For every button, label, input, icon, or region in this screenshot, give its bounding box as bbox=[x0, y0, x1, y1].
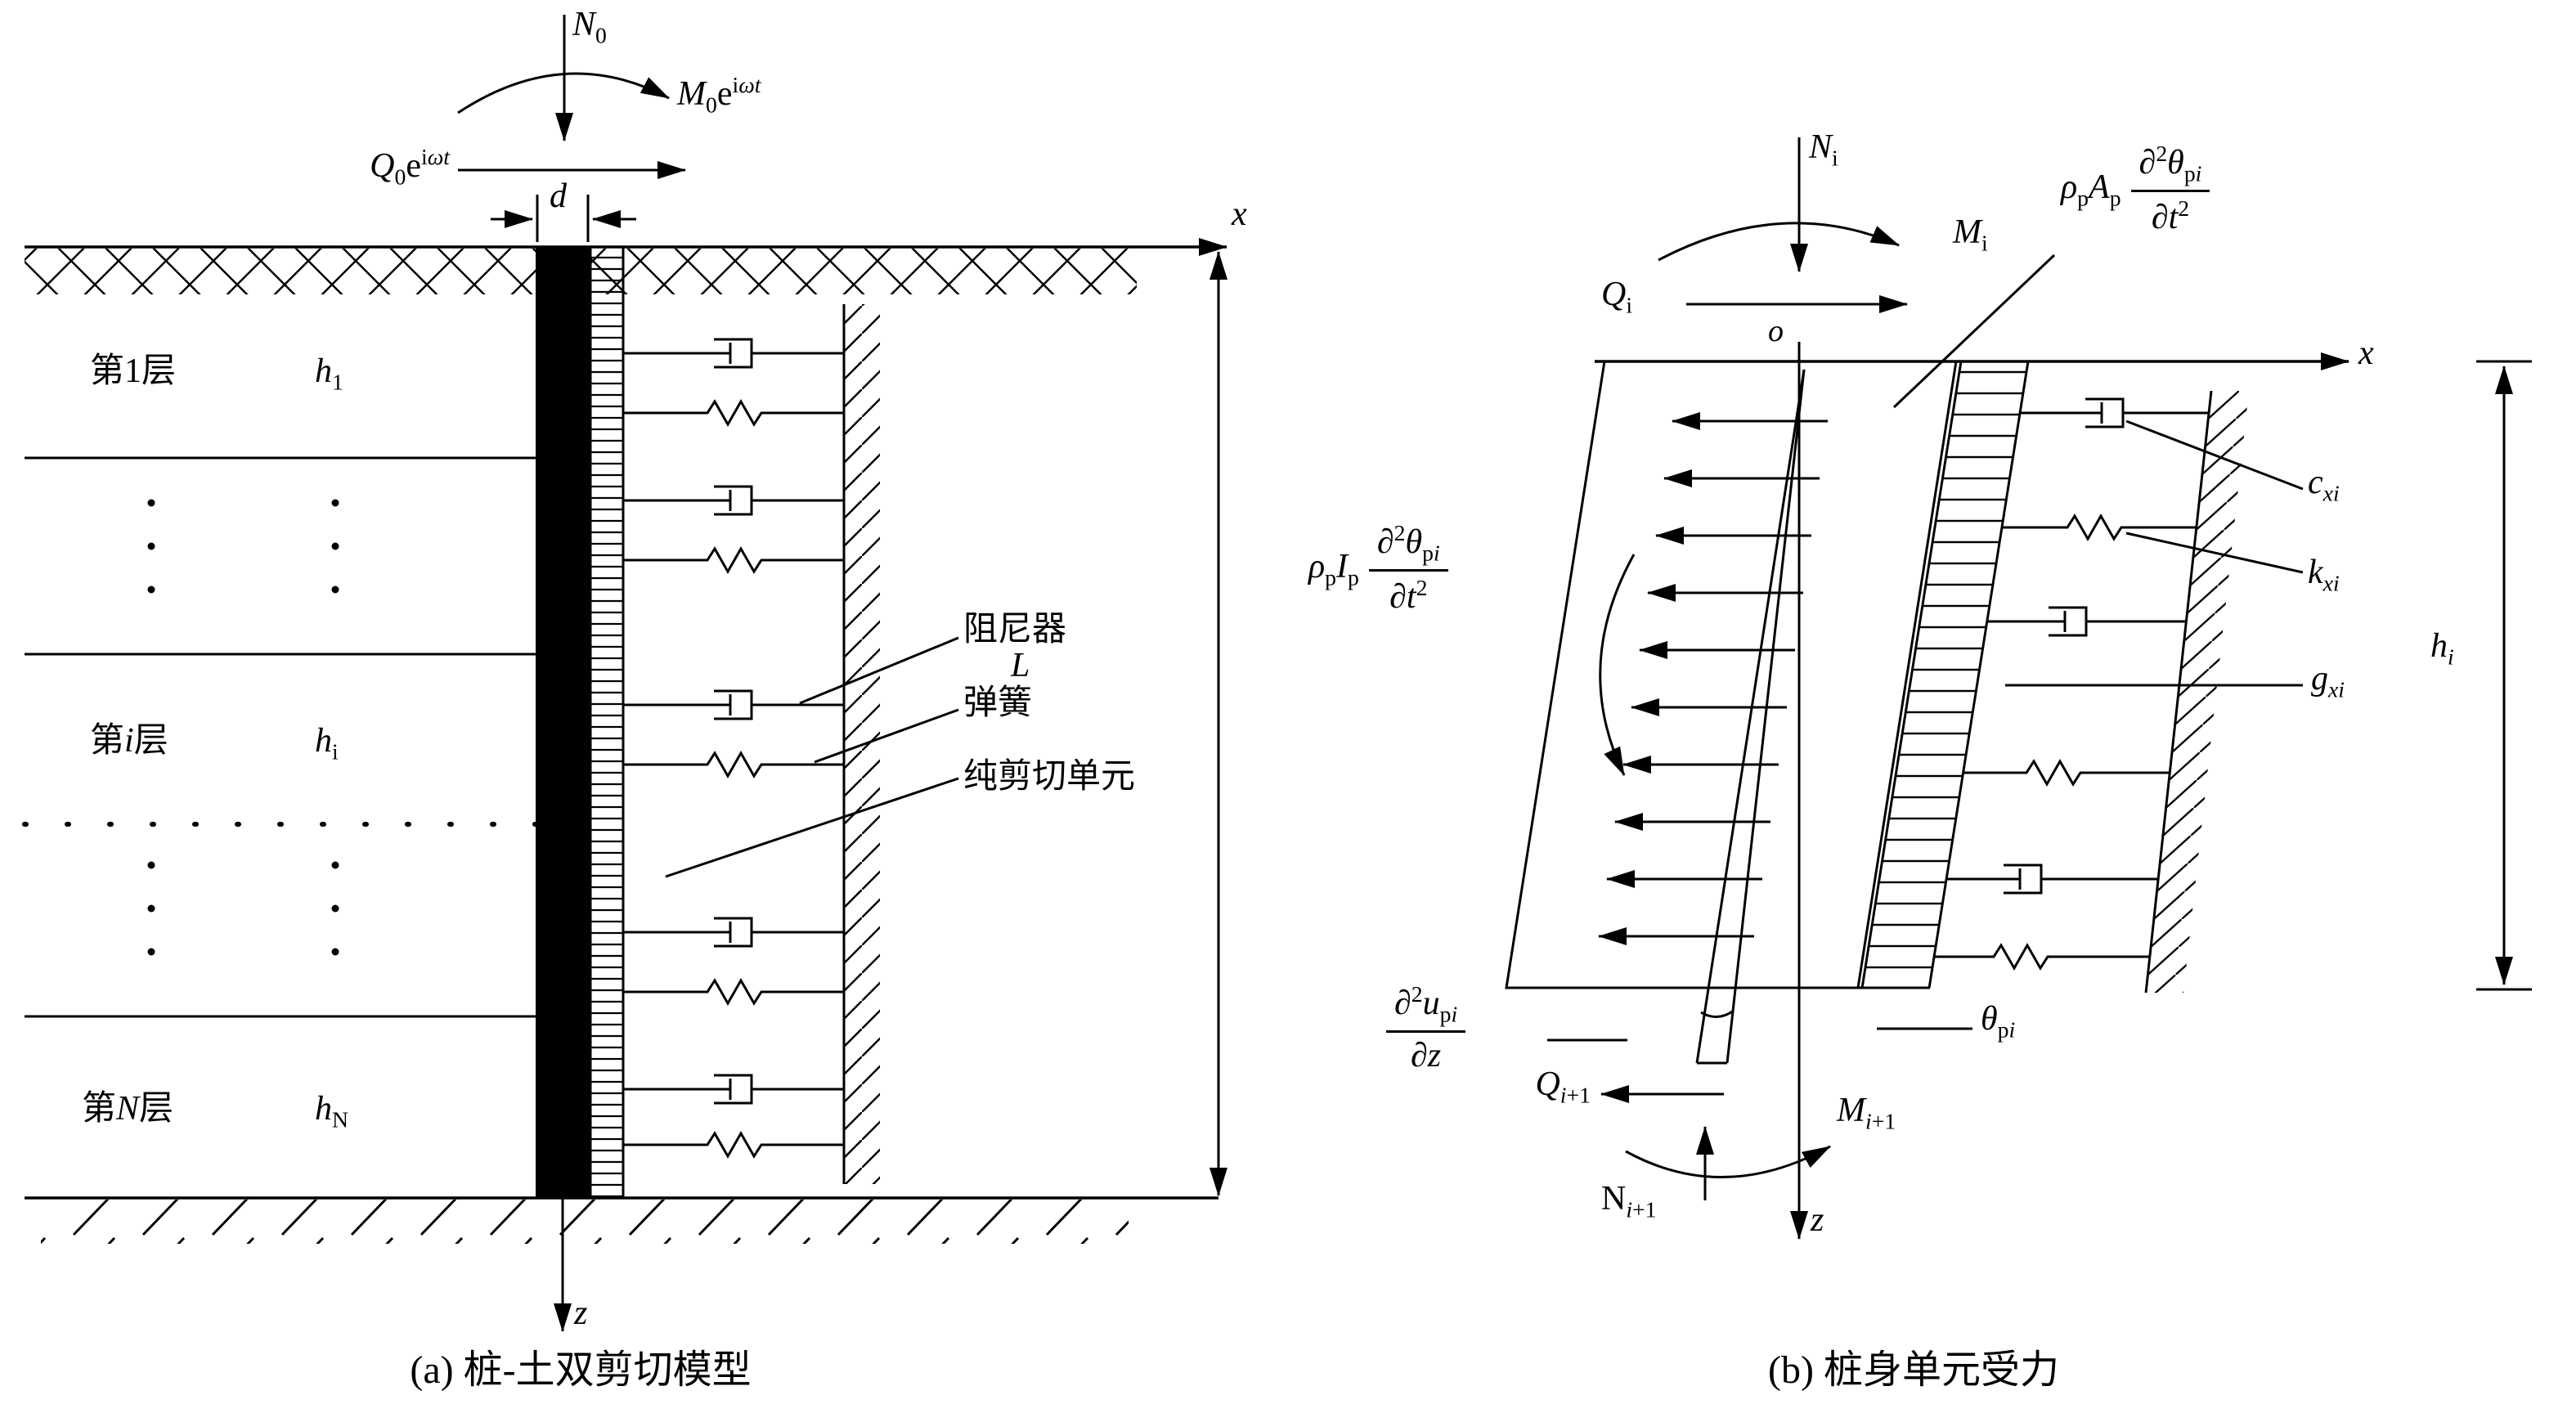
ellipsis-dots bbox=[147, 499, 339, 956]
rotation-moment-arrow bbox=[1599, 554, 1636, 776]
soil-layer-lines bbox=[22, 456, 538, 1018]
shear-load-label: Q0eiωt bbox=[370, 144, 450, 190]
axial-top-label: Ni bbox=[1809, 128, 1838, 171]
caption-b: (b) 桩身单元受力 bbox=[1768, 1348, 2059, 1392]
pile-length-label: L bbox=[1011, 647, 1030, 684]
spring-symbols-b bbox=[1934, 513, 2197, 971]
trans-inertia-label: ρpAp ∂2θpi ∂t2 bbox=[2061, 141, 2210, 238]
damper-legend-label: 阻尼器 bbox=[963, 611, 1067, 648]
distributed-load-arrows bbox=[1598, 412, 1828, 945]
diameter-dimension bbox=[491, 195, 636, 242]
layer-i-thickness: hi bbox=[315, 722, 339, 765]
legend-leaders bbox=[665, 636, 959, 878]
z-axis-label-b: z bbox=[1811, 1201, 1824, 1239]
pile-head-loads bbox=[457, 15, 686, 179]
axial-bottom-label: Ni+1 bbox=[1601, 1180, 1657, 1222]
trans-inertia-coeff: ρpAp bbox=[2061, 168, 2121, 211]
shear-bottom-label: Qi+1 bbox=[1535, 1065, 1591, 1108]
layer-thickness-dimension bbox=[2476, 360, 2532, 991]
trans-inertia-fraction: ∂2θpi ∂t2 bbox=[2130, 141, 2210, 238]
layer-N-name: 第N层 bbox=[82, 1090, 174, 1128]
layer-N-thickness: hN bbox=[315, 1090, 349, 1133]
shear-coeff-label: gxi bbox=[2311, 660, 2345, 702]
x-axis-label-a: x bbox=[1232, 195, 1247, 233]
moment-bottom-label: Mi+1 bbox=[1837, 1092, 1896, 1134]
top-section-forces bbox=[1658, 137, 1908, 313]
x-axis-label-b: x bbox=[2358, 334, 2374, 372]
rotation-label: θpi bbox=[1981, 1000, 2016, 1043]
rotation-wedge bbox=[1695, 369, 1806, 1065]
shear-element-strip bbox=[589, 247, 625, 1198]
shear-element-legend-label: 纯剪切单元 bbox=[963, 758, 1136, 796]
origin-label: o bbox=[1768, 314, 1784, 348]
annotation-leaders-b bbox=[1547, 253, 2304, 1042]
moment-top-label: Mi bbox=[1953, 213, 1988, 256]
fixed-wall-b bbox=[2144, 391, 2249, 993]
figure-b-linework bbox=[1505, 137, 2532, 1240]
axial-load-label: N0 bbox=[572, 6, 607, 48]
bottom-section-forces bbox=[1600, 1085, 1831, 1200]
z-axis-label-a: z bbox=[574, 1294, 588, 1332]
slope-term-label: ∂2upi ∂z bbox=[1386, 981, 1466, 1076]
rot-inertia-label: ρpIp ∂2θpi ∂t2 bbox=[1308, 520, 1448, 617]
damper-symbols-b bbox=[1946, 397, 2209, 895]
slope-term-fraction: ∂2upi ∂z bbox=[1386, 981, 1466, 1076]
rot-inertia-fraction: ∂2θpi ∂t2 bbox=[1368, 520, 1448, 617]
layer-1-name: 第1层 bbox=[90, 352, 177, 390]
moment-load-label: M0eiωt bbox=[677, 72, 761, 118]
spring-symbols-a bbox=[623, 398, 844, 1160]
shear-top-label: Qi bbox=[1601, 276, 1633, 318]
damper-symbols-a bbox=[623, 338, 844, 1105]
moment-bottom-arrow bbox=[1625, 1145, 1831, 1179]
rot-inertia-coeff: ρpIp bbox=[1308, 547, 1359, 590]
layer-1-thickness: h1 bbox=[315, 352, 343, 395]
damping-coeff-label: cxi bbox=[2308, 464, 2340, 506]
layer-thickness-label-b: hi bbox=[2430, 627, 2454, 670]
caption-a: (a) 桩-土双剪切模型 bbox=[410, 1348, 752, 1392]
base-hatch bbox=[41, 1200, 1129, 1244]
spring-legend-label: 弹簧 bbox=[963, 684, 1033, 722]
moment-load-arrow bbox=[457, 72, 670, 114]
pile-diameter-label: d bbox=[550, 177, 567, 215]
shear-band bbox=[1860, 361, 2030, 988]
moment-top-arrow bbox=[1658, 222, 1900, 262]
layer-i-name: 第i层 bbox=[90, 722, 168, 760]
figure-a-linework bbox=[22, 15, 1227, 1332]
spring-coeff-label: kxi bbox=[2308, 554, 2340, 596]
pile-body bbox=[536, 247, 590, 1198]
